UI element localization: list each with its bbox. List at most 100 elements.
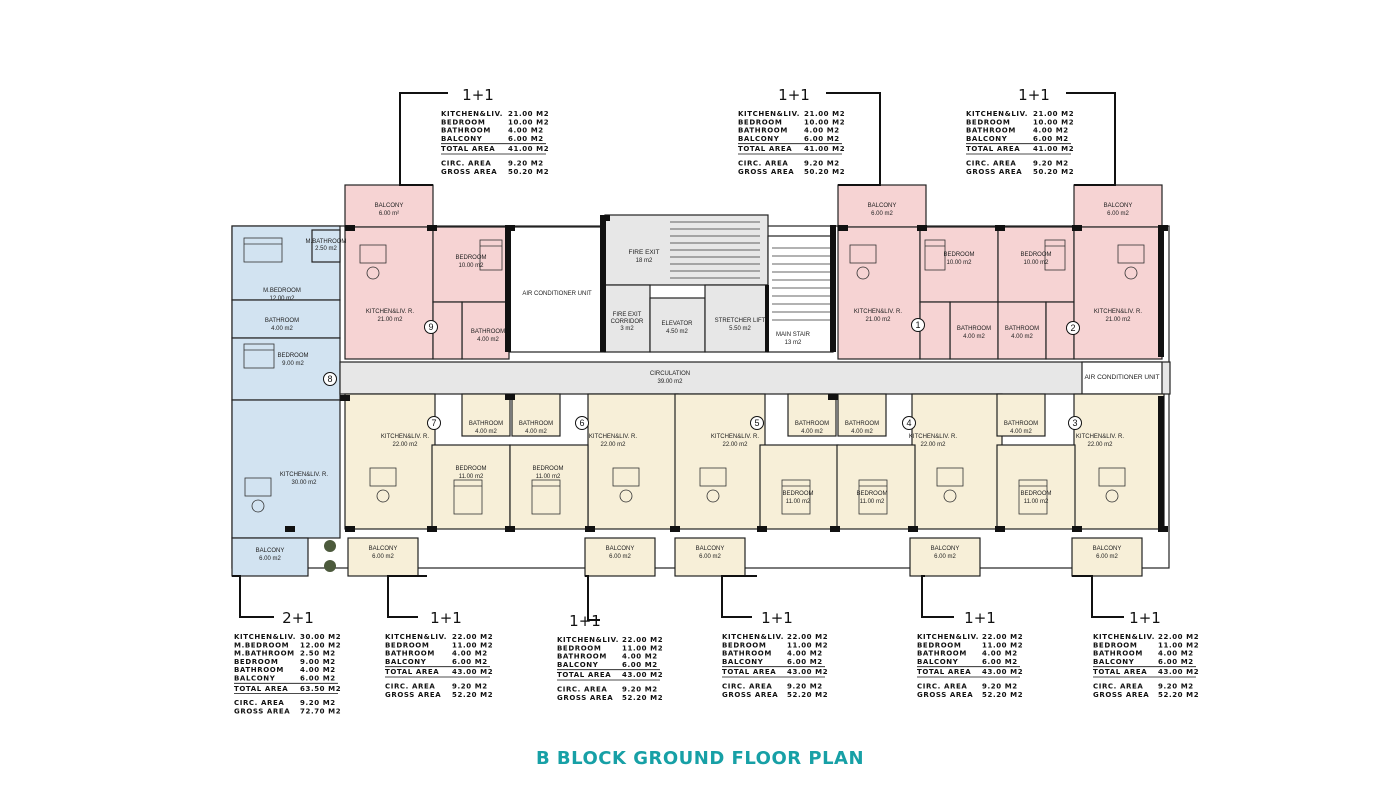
area-row-label: BATHROOM xyxy=(385,650,435,658)
leader-line xyxy=(721,575,757,618)
leader-line xyxy=(1072,575,1124,618)
bedroom-area: 10.00 m2 xyxy=(946,260,972,266)
table-icon xyxy=(706,489,720,503)
leader-line xyxy=(1066,92,1116,186)
total-area-label: TOTAL AREA xyxy=(738,145,792,153)
elevator-label: ELEVATOR xyxy=(661,321,693,327)
area-row-label: BEDROOM xyxy=(917,641,961,649)
area-row-label: KITCHEN&LIV. xyxy=(738,110,800,118)
balcony xyxy=(344,184,434,228)
plant-icon xyxy=(324,560,336,572)
wall-segment xyxy=(285,526,295,532)
wall-segment xyxy=(830,225,836,352)
bedroom xyxy=(432,226,510,303)
bathroom xyxy=(996,393,1046,437)
wall-segment xyxy=(1158,227,1164,357)
wall-segment xyxy=(505,394,515,400)
wall-segment xyxy=(1072,526,1082,532)
circ-area-label: CIRC. AREA xyxy=(722,683,772,691)
balcony-label: BALCONY xyxy=(1104,203,1133,209)
ac-unit-label: AIR CONDITIONER UNIT xyxy=(522,291,592,297)
area-row-value: 11.00 M2 xyxy=(622,644,663,652)
wall-segment xyxy=(427,526,437,532)
bedroom-label: BEDROOM xyxy=(455,255,486,261)
bathroom-label: BATHROOM xyxy=(1005,326,1039,332)
total-area-value: 41.00 M2 xyxy=(1033,145,1074,153)
area-row-value: 6.00 M2 xyxy=(982,658,1018,666)
fire-exit-label: FIRE EXIT xyxy=(628,249,659,256)
wall-segment xyxy=(995,526,1005,532)
gross-area-value: 50.20 M2 xyxy=(804,168,845,176)
area-row-value: 4.00 M2 xyxy=(508,127,544,135)
bathroom xyxy=(997,301,1047,360)
balcony xyxy=(837,184,927,228)
area-row-label: BEDROOM xyxy=(722,641,766,649)
circ-area-label: CIRC. AREA xyxy=(441,160,491,168)
area-row-label: M.BEDROOM xyxy=(234,641,289,649)
table-icon xyxy=(943,489,957,503)
kitchen-label: KITCHEN&LIV. R. xyxy=(1094,309,1142,315)
bedroom-area: 9.00 m2 xyxy=(282,361,304,367)
balcony xyxy=(584,537,656,577)
gross-area-value: 50.20 M2 xyxy=(508,168,549,176)
gross-area-label: GROSS AREA xyxy=(557,694,613,702)
bathroom-area: 4.00 m2 xyxy=(963,334,985,340)
main-stair xyxy=(767,235,834,353)
unit-number: 5 xyxy=(754,418,759,428)
fire-exit-corridor-label: FIRE EXIT xyxy=(613,312,642,318)
unit-number: 7 xyxy=(431,418,436,428)
wall-segment xyxy=(1072,225,1082,231)
wall-segment xyxy=(345,526,355,532)
unit-number-badge xyxy=(902,416,916,430)
area-row-value: 22.00 M2 xyxy=(1158,633,1199,641)
unit-number: 6 xyxy=(579,418,584,428)
balcony-label: BALCONY xyxy=(606,546,635,552)
unit-number: 2 xyxy=(1070,323,1075,333)
bedroom-label: BEDROOM xyxy=(856,491,887,497)
balcony-label: BALCONY xyxy=(931,546,960,552)
bedroom-label: BEDROOM xyxy=(1020,491,1051,497)
area-row-value: 12.00 M2 xyxy=(300,641,341,649)
bathroom-area: 4.00 m2 xyxy=(525,429,547,435)
unit-type-title: 1+1 xyxy=(430,609,462,627)
total-area-label: TOTAL AREA xyxy=(385,668,439,676)
unit-number-badge xyxy=(1068,416,1082,430)
entry-hall xyxy=(432,301,463,360)
balcony xyxy=(231,537,309,577)
sofa-icon xyxy=(359,244,387,264)
area-row-value: 30.00 M2 xyxy=(300,633,341,641)
balcony xyxy=(674,537,746,577)
kitchen-living-room xyxy=(344,393,436,530)
leader-line xyxy=(387,575,427,618)
balcony-area: 6.00 m2 xyxy=(1096,554,1118,560)
kitchen-label: KITCHEN&LIV. R. xyxy=(1076,434,1124,440)
unit-number: 9 xyxy=(428,322,433,332)
bed-icon xyxy=(531,479,561,515)
bedroom xyxy=(996,444,1076,530)
area-row-value: 10.00 M2 xyxy=(1033,118,1074,126)
wall-segment xyxy=(505,526,515,532)
kitchen-label: KITCHEN&LIV. R. xyxy=(711,434,759,440)
unit-number-badge xyxy=(323,372,337,386)
circ-area-value: 9.20 M2 xyxy=(508,160,544,168)
area-row-value: 6.00 M2 xyxy=(622,661,658,669)
unit-number-badge xyxy=(424,320,438,334)
area-row-value: 11.00 M2 xyxy=(1158,641,1199,649)
area-row-label: BEDROOM xyxy=(966,118,1010,126)
leader-line xyxy=(921,575,954,618)
unit-number-badge xyxy=(750,416,764,430)
total-area-label: TOTAL AREA xyxy=(917,668,971,676)
circ-area-value: 9.20 M2 xyxy=(787,683,823,691)
bedroom-area: 11.00 m2 xyxy=(860,499,885,505)
area-row-label: KITCHEN&LIV. xyxy=(966,110,1028,118)
bathroom-label: BATHROOM xyxy=(265,318,299,324)
area-row-label: BATHROOM xyxy=(1093,650,1143,658)
bathroom-label: BATHROOM xyxy=(471,329,505,335)
area-row-value: 4.00 M2 xyxy=(1158,650,1194,658)
bedroom xyxy=(231,337,341,401)
circulation-corridor xyxy=(339,361,1171,395)
balcony-area: 6.00 m2 xyxy=(934,554,956,560)
bedroom-label: BEDROOM xyxy=(943,252,974,258)
kitchen-living-room xyxy=(1073,393,1165,530)
balcony-area: 6.00 m2 xyxy=(259,556,281,562)
